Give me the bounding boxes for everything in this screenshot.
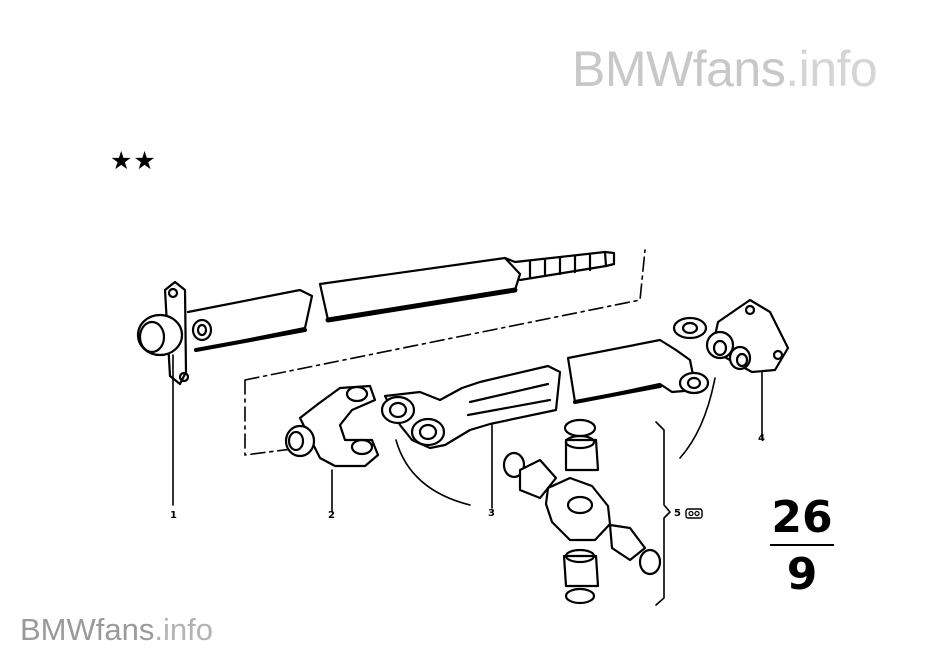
double-star-marker: ★★ <box>110 146 157 175</box>
watermark-top: BMWfans.info <box>572 40 878 98</box>
callout-2: 2 <box>328 510 335 521</box>
callout-4: 4 <box>758 433 765 444</box>
callout-1: 1 <box>170 510 177 521</box>
footer-watermark-brand: BMWfans <box>20 612 155 647</box>
universal-joint-part-5 <box>502 418 703 606</box>
yoke-part-2 <box>284 384 380 513</box>
group-divider <box>770 544 834 546</box>
group-number: 26 9 <box>770 495 834 598</box>
watermark-brand: BMWfans <box>572 41 786 97</box>
group-main-number: 26 <box>771 492 833 543</box>
rear-shaft-part-3 <box>380 316 710 509</box>
callout-5: 5 <box>674 508 681 519</box>
group-sub-number: 9 <box>786 549 818 600</box>
watermark-suffix: .info <box>785 41 878 97</box>
footer-watermark-suffix: .info <box>154 612 213 647</box>
callout-3: 3 <box>488 508 495 519</box>
flange-part-4 <box>679 298 790 459</box>
front-shaft-part-1 <box>136 250 616 506</box>
watermark-bottom: BMWfans.info <box>20 612 213 648</box>
